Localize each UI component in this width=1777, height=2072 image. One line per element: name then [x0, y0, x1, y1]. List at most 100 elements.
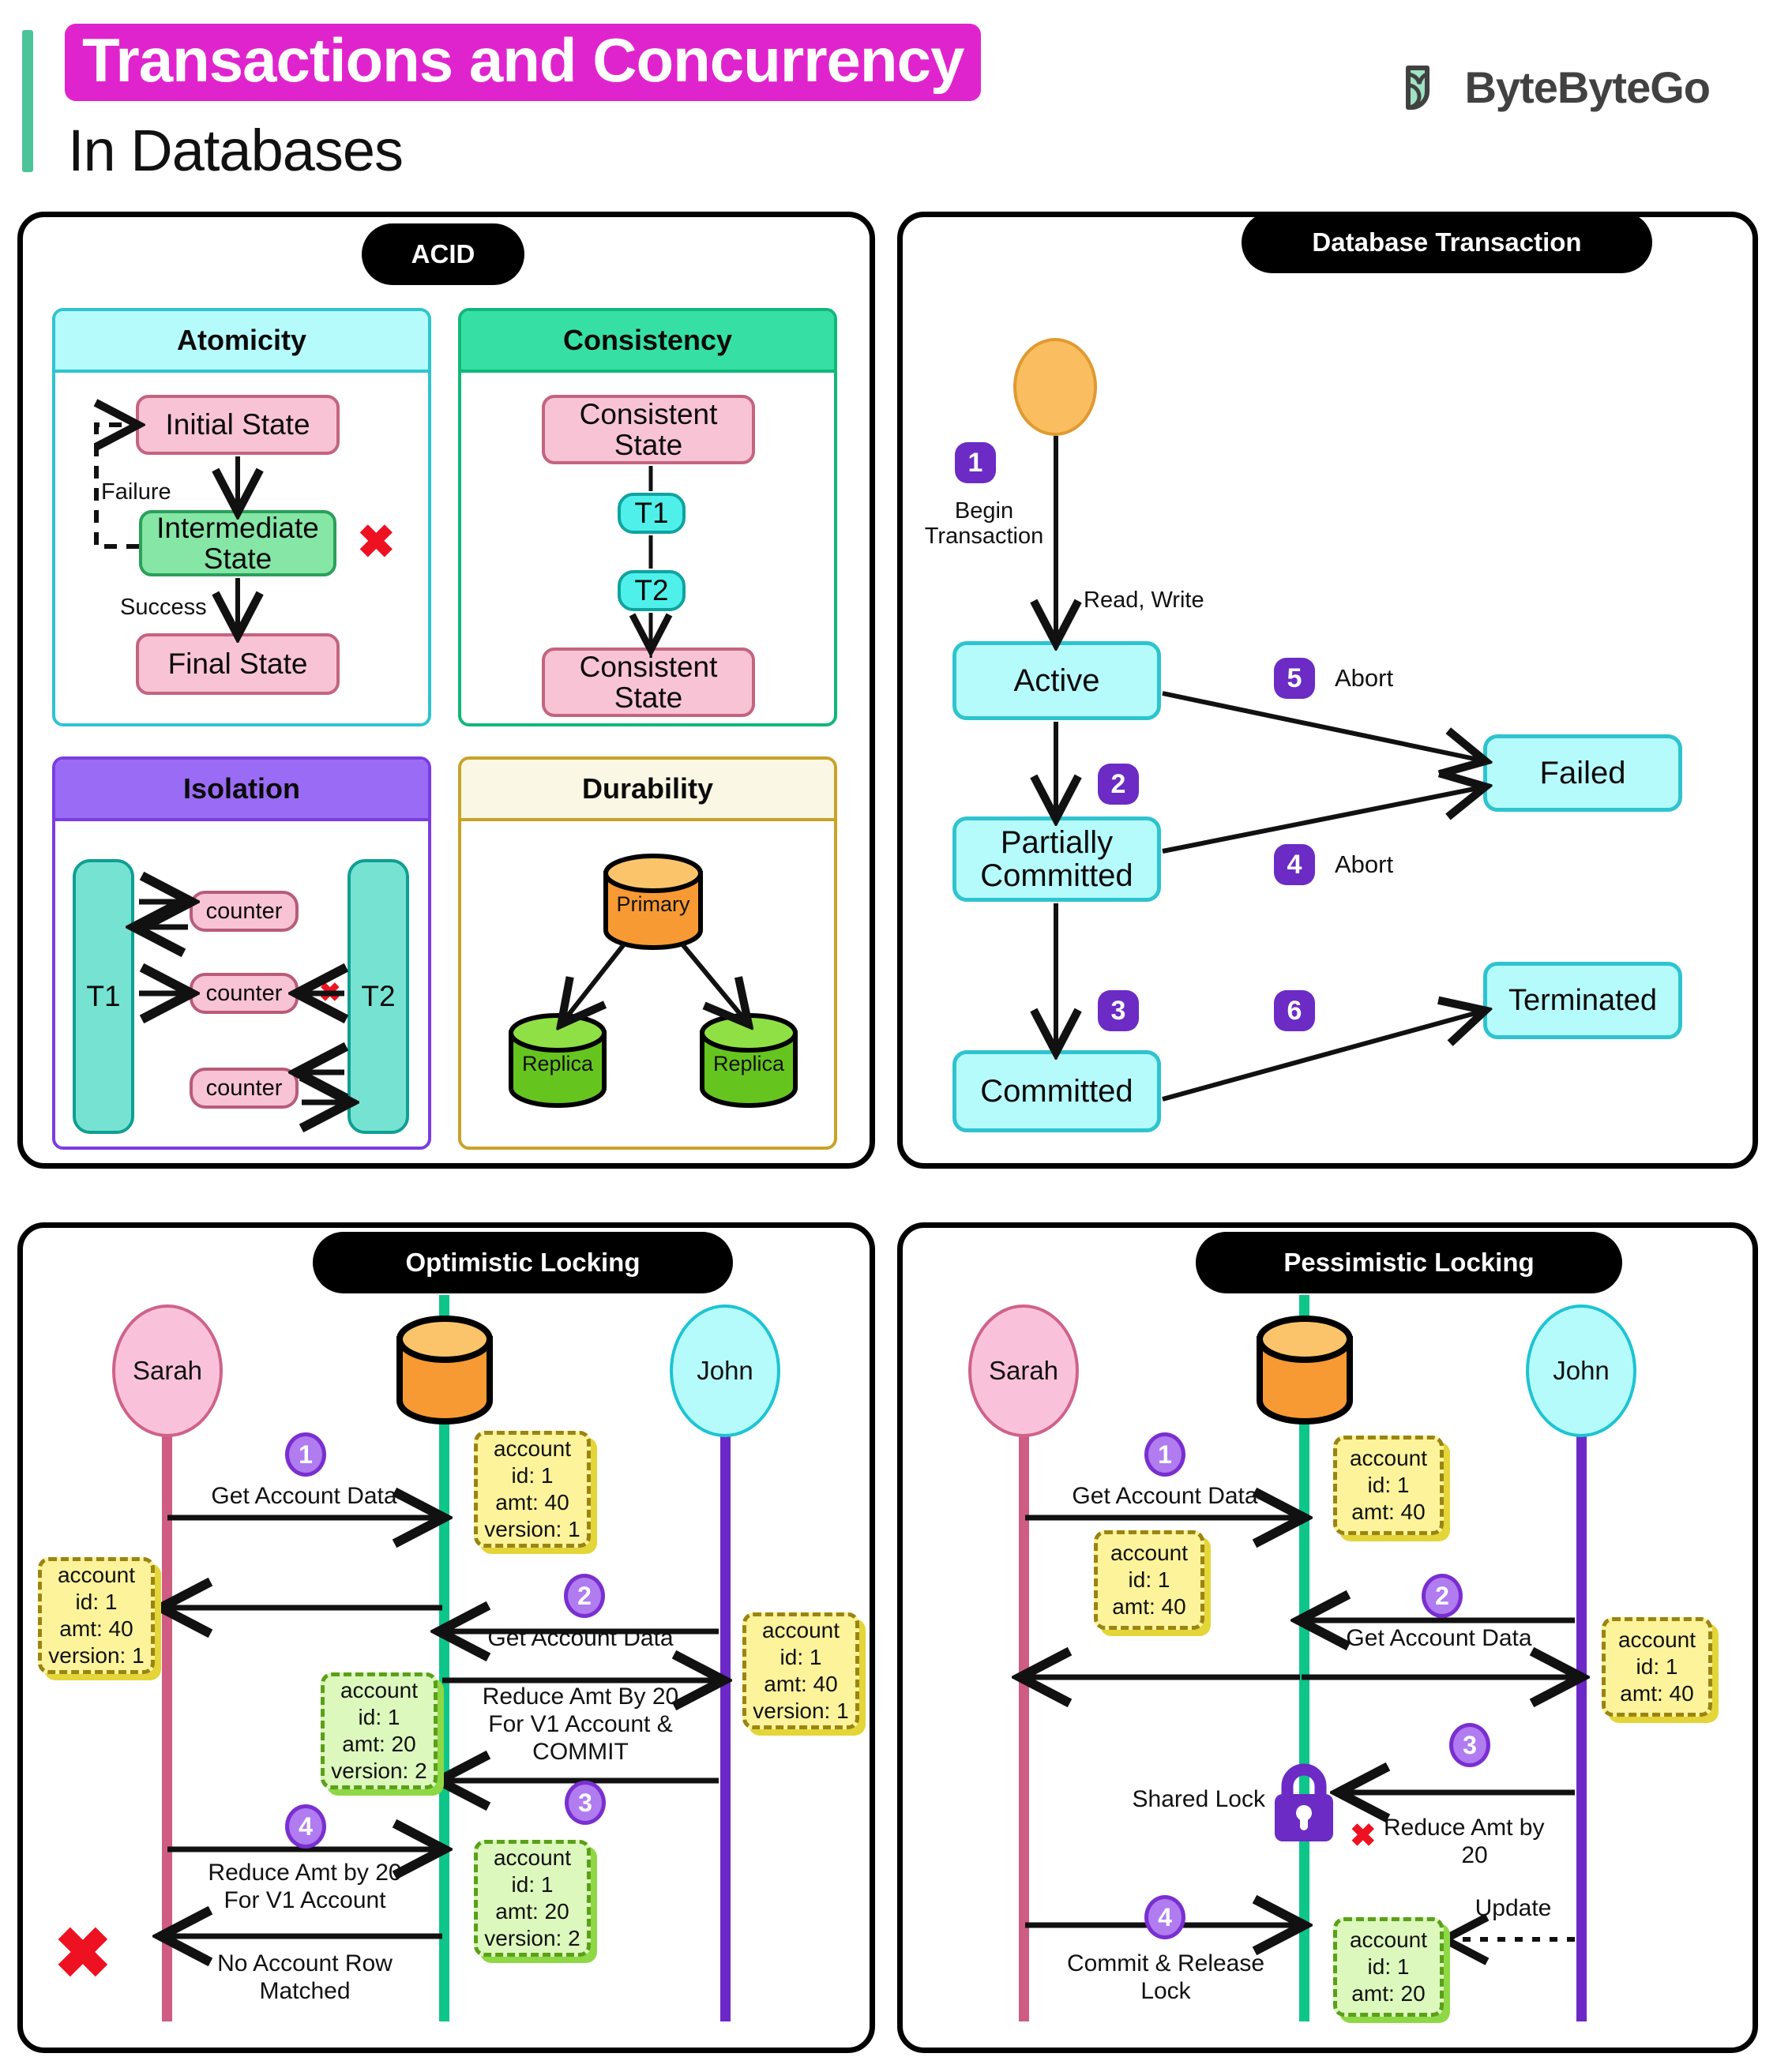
- note-line: amt: 40: [764, 1672, 838, 1696]
- dbtx-state-terminated: Terminated: [1483, 962, 1682, 1039]
- pess-note-sarah: account id: 1 amt: 40: [1094, 1530, 1204, 1630]
- consistency-state-bottom-label: Consistent State: [579, 650, 718, 714]
- opt-message-4-line2: For V1 Account: [224, 1886, 386, 1913]
- pess-actor-sarah: Sarah: [968, 1304, 1079, 1437]
- dbtx-state-partially-committed: Partially Committed: [952, 816, 1161, 902]
- dbtx-step-1-label-line1: Begin: [954, 498, 1014, 524]
- isolation-t2-bar: T2: [348, 859, 409, 1134]
- pess-message-3-line1: Reduce Amt by: [1384, 1815, 1545, 1841]
- note-line: id: 1: [75, 1589, 118, 1614]
- note-line: amt: 20: [1351, 1981, 1426, 2006]
- pess-database-cylinder: [1255, 1312, 1354, 1436]
- isolation-counter-2: counter: [190, 973, 299, 1014]
- dbtx-step-4-label: Abort: [1335, 850, 1394, 878]
- note-line: amt: 20: [495, 1899, 569, 1924]
- dbtx-step-5-label: Abort: [1335, 664, 1394, 692]
- isolation-t1-bar: T1: [73, 859, 134, 1134]
- opt-message-1: Get Account Data: [211, 1483, 397, 1509]
- opt-message-3-line2: For V1 Account &: [488, 1710, 673, 1737]
- dbtx-state-failed: Failed: [1483, 734, 1682, 812]
- page-title: Transactions and Concurrency: [65, 24, 982, 102]
- pess-step-3-badge: 3: [1449, 1723, 1490, 1767]
- pess-error-icon: ✖: [1350, 1819, 1377, 1853]
- note-line: version: 1: [48, 1643, 145, 1668]
- note-line: id: 1: [1636, 1653, 1678, 1679]
- note-line: id: 1: [358, 1704, 400, 1729]
- dbtx-start-node: [1013, 338, 1097, 436]
- note-line: id: 1: [1367, 1954, 1410, 1979]
- bytebytego-logo-icon: [1398, 63, 1447, 112]
- note-line: id: 1: [511, 1871, 554, 1897]
- opt-actor-john: John: [670, 1304, 780, 1437]
- card-consistency-title: Consistency: [461, 311, 834, 373]
- durability-primary-label: Primary: [616, 892, 690, 916]
- durability-replica-left-label: Replica: [521, 1052, 594, 1075]
- atomicity-failure-label: Failure: [101, 479, 171, 505]
- opt-error-icon: ✖: [54, 1914, 112, 1992]
- opt-step-4-badge: 4: [285, 1804, 326, 1849]
- opt-message-2: Get Account Data: [487, 1625, 674, 1651]
- brand-logo: ByteByteGo: [1398, 62, 1711, 113]
- durability-primary-cylinder: Primary: [602, 851, 704, 958]
- opt-message-4: Reduce Amt by 20 For V1 Account: [182, 1860, 428, 1915]
- dbtx-step-1-label: Begin Transaction: [913, 498, 1055, 550]
- note-line: amt: 40: [1112, 1594, 1186, 1620]
- opt-note-db-initial: account id: 1 amt: 40 version: 1: [474, 1431, 591, 1548]
- note-line: id: 1: [1128, 1567, 1170, 1592]
- opt-step-3-badge: 3: [565, 1781, 606, 1825]
- opt-database-cylinder: [395, 1312, 494, 1436]
- note-line: version: 2: [484, 1926, 580, 1951]
- consistency-state-top-label: Consistent State: [579, 397, 718, 461]
- panel-pessimistic-locking-tab: Pessimistic Locking: [1196, 1232, 1622, 1293]
- opt-note-sarah: account id: 1 amt: 40 version: 1: [38, 1557, 155, 1674]
- durability-replica-right-cylinder: Replica: [698, 1011, 799, 1116]
- dbtx-state-active: Active: [952, 641, 1161, 720]
- pess-note-db-updated: account id: 1 amt: 20: [1333, 1917, 1444, 2017]
- atomicity-error-icon: ✖: [357, 516, 396, 568]
- opt-step-2-badge: 2: [564, 1574, 605, 1618]
- panel-acid-tab: ACID: [362, 223, 524, 285]
- card-isolation-title: Isolation: [55, 760, 428, 821]
- pess-message-4: Commit & Release Lock: [1043, 1950, 1289, 2006]
- consistency-t2: T2: [618, 570, 686, 611]
- opt-message-3: Reduce Amt By 20 For V1 Account & COMMIT: [458, 1684, 703, 1766]
- note-line: amt: 40: [1351, 1500, 1426, 1525]
- pess-update-label: Update: [1475, 1895, 1552, 1921]
- dbtx-step-1-label-line2: Transaction: [924, 523, 1044, 549]
- dbtx-read-write-label: Read, Write: [1084, 587, 1204, 613]
- note-line: account: [340, 1677, 419, 1702]
- opt-message-failure-line2: Matched: [259, 1977, 351, 2004]
- shared-lock-icon: [1270, 1759, 1338, 1849]
- dbtx-step-2-badge: 2: [1098, 764, 1139, 805]
- panel-database-transaction-tab: Database Transaction: [1242, 212, 1652, 273]
- opt-message-4-line1: Reduce Amt by 20: [208, 1860, 402, 1886]
- note-line: id: 1: [511, 1462, 554, 1488]
- opt-note-john: account id: 1 amt: 40 version: 1: [742, 1612, 859, 1729]
- note-line: version: 1: [484, 1517, 580, 1542]
- consistency-state-top: Consistent State: [542, 395, 755, 464]
- note-line: account: [57, 1562, 136, 1587]
- isolation-counter-3: counter: [190, 1068, 299, 1109]
- pess-message-4-line1: Commit & Release: [1066, 1950, 1265, 1976]
- note-line: account: [1110, 1540, 1189, 1565]
- note-line: id: 1: [780, 1644, 822, 1669]
- pess-actor-john: John: [1526, 1304, 1636, 1437]
- pess-message-3-line2: 20: [1461, 1841, 1488, 1868]
- pess-message-1: Get Account Data: [1072, 1483, 1258, 1509]
- dbtx-step-5-badge: 5: [1274, 658, 1315, 699]
- dbtx-state-committed: Committed: [952, 1050, 1161, 1132]
- dbtx-step-3-badge: 3: [1098, 990, 1139, 1031]
- note-line: amt: 40: [59, 1616, 133, 1641]
- page-subtitle: In Databases: [68, 118, 404, 183]
- note-line: amt: 20: [342, 1732, 416, 1756]
- opt-message-failure-line1: No Account Row: [217, 1950, 393, 1976]
- note-line: account: [493, 1845, 572, 1870]
- note-line: account: [761, 1617, 840, 1642]
- atomicity-initial-state: Initial State: [136, 395, 340, 455]
- consistency-state-bottom: Consistent State: [542, 648, 755, 717]
- opt-actor-sarah: Sarah: [112, 1304, 223, 1437]
- brand-name: ByteByteGo: [1464, 62, 1711, 112]
- note-line: version: 2: [331, 1759, 427, 1784]
- opt-message-failure: No Account Row Matched: [182, 1950, 428, 2006]
- dbtx-step-6-badge: 6: [1274, 990, 1315, 1031]
